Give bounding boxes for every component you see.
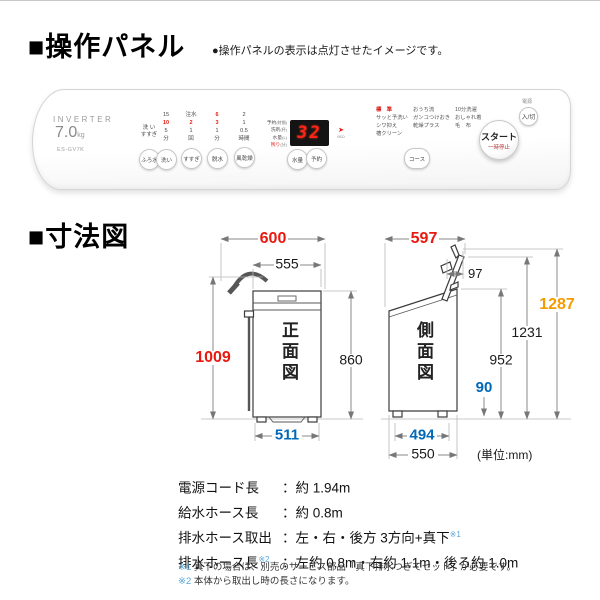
button-arai: 洗い	[156, 149, 177, 170]
button-yoyaku: 予約	[306, 148, 327, 169]
dimension-lines	[192, 232, 578, 461]
button-susugi: すすぎ	[181, 148, 202, 169]
footnote-1: ※1 真下の場合は、別売のサービス部品「真下排水つぎてセット」が必要です。	[178, 562, 516, 573]
side-view-drawing	[388, 244, 465, 418]
spec-row-power-cord: 電源コード長：約 1.94m	[178, 480, 351, 496]
model-number: ES-GV7K	[57, 147, 85, 153]
dim-side-width-597: 597	[411, 230, 438, 247]
front-view-drawing	[227, 271, 322, 423]
button-kazekansou: 風乾燥	[234, 147, 255, 168]
brand-inverter: INVERTER	[53, 115, 114, 124]
spec-row-supply-hose: 給水ホース長：約 0.8m	[178, 505, 343, 521]
button-start-pause: スタート 一時停止	[479, 120, 519, 160]
button-course: コース	[404, 148, 430, 169]
button-suiryou: 水量	[287, 149, 308, 170]
dim-depth-550: 550	[411, 446, 435, 462]
seven-segment-display: 32	[290, 120, 329, 146]
dim-base-511: 511	[275, 427, 299, 444]
dim-front-width-600: 600	[260, 230, 287, 247]
side-view-label: 側面図	[414, 321, 433, 384]
operation-panel-note: ●操作パネルの表示は点灯させたイメージです。	[212, 45, 449, 57]
button-dassui: 脱水	[207, 148, 228, 169]
dim-front-width-555: 555	[275, 256, 299, 272]
footnote-2: ※2 本体から取出し時の長さになります。	[178, 575, 355, 587]
dim-height-1009: 1009	[195, 349, 231, 366]
dim-base-494: 494	[409, 427, 435, 444]
dim-height-1287: 1287	[539, 296, 575, 313]
spec-row-drain-outlet: 排水ホース取出：左・右・後方 3方向+真下※1	[178, 530, 461, 546]
display-value: 32	[297, 123, 322, 143]
unit-note: (単位:mm)	[477, 447, 532, 462]
eco-indicator: ➤ eco	[333, 127, 349, 139]
section-title-dimensions: ■寸法図	[28, 222, 130, 252]
open-lid	[441, 254, 465, 302]
water-hose	[231, 271, 269, 291]
power-label: 電源	[522, 99, 533, 105]
dim-lid-97: 97	[468, 266, 482, 281]
capacity: 7.0kg	[55, 124, 85, 141]
section-title-operation-panel: ■操作パネル	[28, 32, 186, 62]
button-power: 入/切	[519, 107, 538, 126]
footnotes: ※1 真下の場合は、別売のサービス部品「真下排水つぎてセット」が必要です。 ※2…	[178, 561, 516, 588]
dimension-diagram: 600 555 1009 860 511 597 97 952 1231 128…	[192, 230, 578, 462]
spec-row-drain-hose: 排水ホース長※2：左約 0.8m・右約 1.1m・後ろ約 1.0m	[178, 555, 519, 571]
spec-list: 電源コード長：約 1.94m 給水ホース長：約 0.8m 排水ホース取出：左・右…	[178, 474, 518, 574]
opts-furomizu: 洗 いすすぎ	[140, 125, 158, 138]
dim-clearance-90: 90	[476, 379, 493, 396]
front-view-label: 正面図	[279, 321, 298, 384]
capacity-unit: kg	[77, 132, 85, 139]
eco-arrow-icon: ➤	[338, 127, 344, 134]
display-labels: 予約(時間) 洗剤(杯) 水量(L) 残り(分)	[266, 120, 287, 149]
dim-height-1231: 1231	[511, 324, 542, 340]
dim-height-952: 952	[489, 352, 513, 368]
dim-height-860: 860	[339, 352, 363, 368]
